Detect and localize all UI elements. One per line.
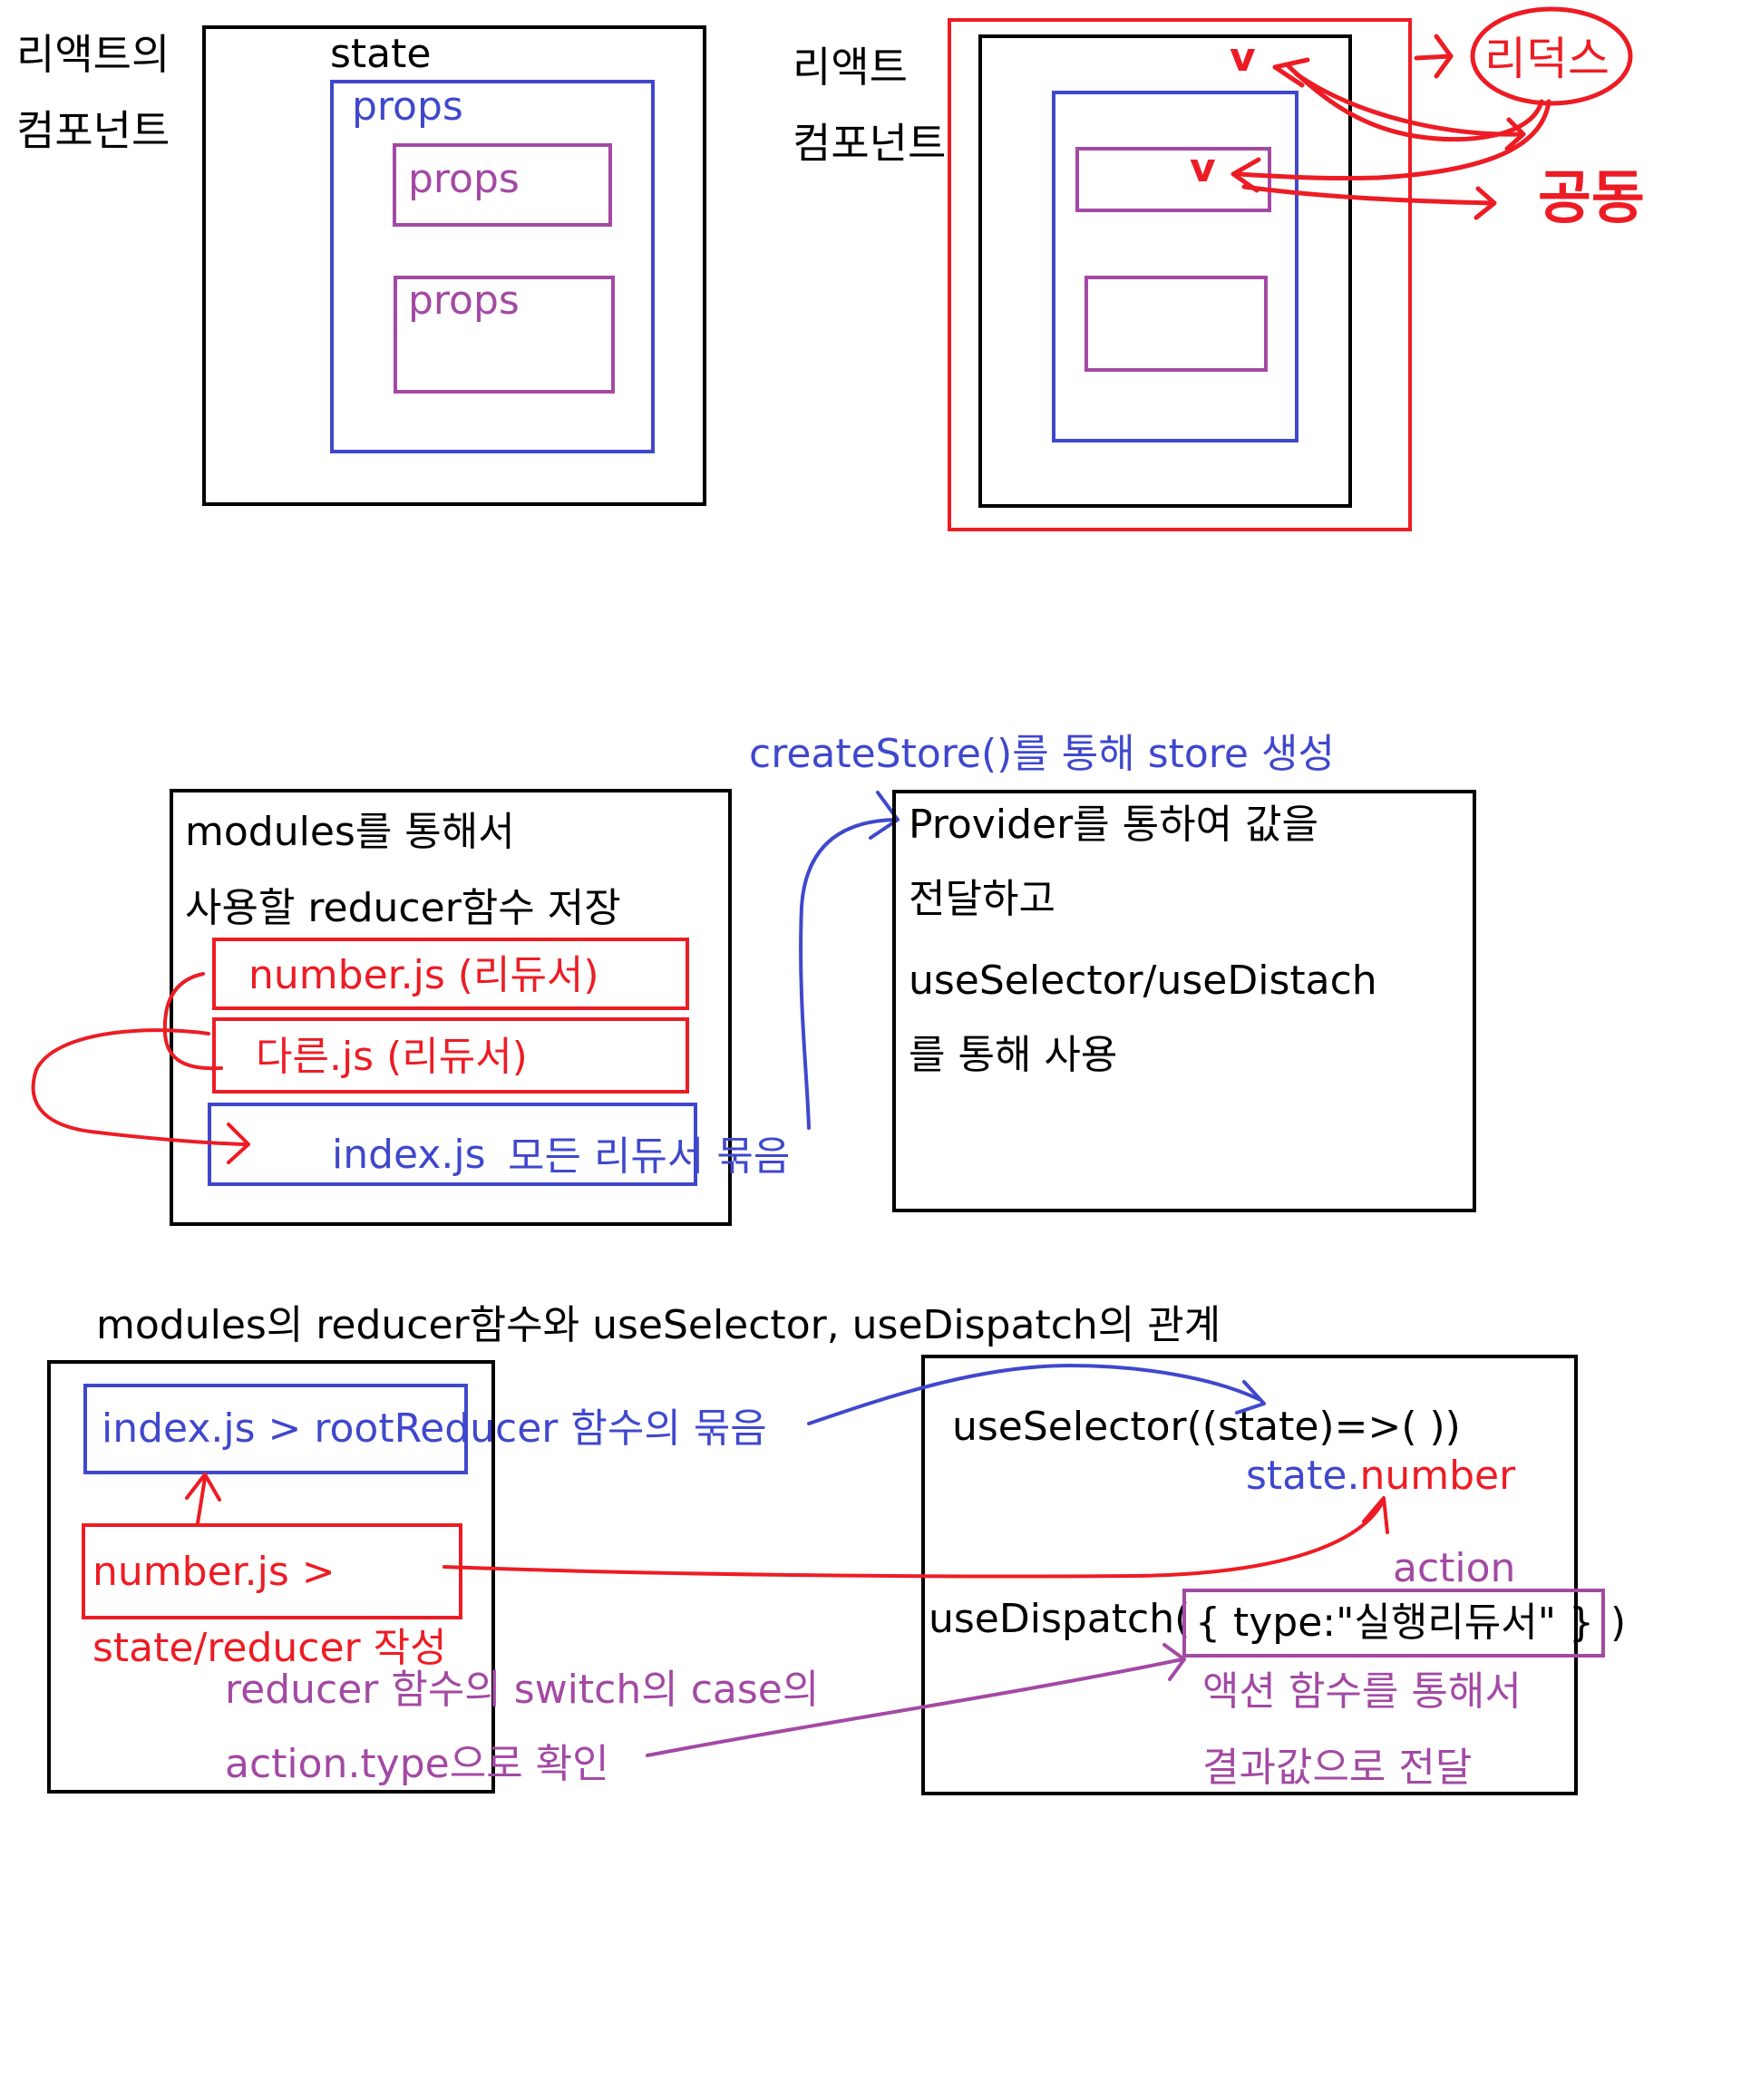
root-reducer-box (83, 1384, 468, 1474)
provider-line2: 전달하고 (909, 876, 1055, 922)
bracket-number-to-other (162, 972, 223, 1071)
action-function-line1: 액션 함수를 통해서 (1202, 1668, 1522, 1715)
modules-line2: 사용할 reducer함수 저장 (185, 885, 621, 931)
other-reducer-label: 다른.js (리듀서) (256, 1034, 528, 1080)
arrow-switch-to-dispatch (646, 1658, 1184, 1757)
arrow-redux-to-top-check (1285, 63, 1544, 142)
react-component-label-line1: 리액트의 (16, 30, 170, 79)
props-inner-box-2 (394, 276, 615, 394)
redux-inner-box-1 (1075, 147, 1271, 212)
arrow-root-to-selector-head (1235, 1380, 1266, 1415)
state-number-label: state.number (1246, 1453, 1516, 1499)
props-outer-label: props (352, 83, 463, 130)
use-dispatch-end: ) (1610, 1599, 1626, 1646)
state-number-suffix: number (1359, 1453, 1516, 1499)
switch-case-line2: action.type으로 확인 (225, 1741, 609, 1787)
arrow-boundary-to-redux-head (1434, 34, 1454, 79)
arrow-index-to-provider-head (869, 791, 900, 840)
create-store-caption: createStore()를 통해 store 생성 (749, 731, 1335, 777)
reducer-bundle-arrows (31, 972, 250, 1164)
arrow-inner-check-to-shared-head (1474, 186, 1497, 220)
provider-box (892, 790, 1476, 1212)
arrow-to-top-check-head (1272, 57, 1310, 88)
arrow-number-to-state (443, 1502, 1384, 1579)
action-label: action (1393, 1545, 1515, 1591)
props-outer-box (330, 80, 655, 453)
switch-to-dispatch-arrow (646, 1643, 1186, 1757)
state-reducer-label: state/reducer 작성 (92, 1625, 447, 1671)
provider-line3: useSelector/useDistach (909, 958, 1377, 1004)
root-reducer-label: index.js > rootReducer 함수의 묶음 (102, 1405, 767, 1452)
redux-component-outer-box (978, 34, 1352, 508)
provider-line1: Provider를 통하여 값을 (909, 802, 1318, 848)
dispatch-object-label: { type:"실행리듀서" } (1195, 1599, 1594, 1646)
arrow-boundary-to-redux (1414, 53, 1454, 61)
relationship-heading: modules의 reducer함수와 useSelector, useDisp… (96, 1302, 1221, 1348)
provider-line4: 를 통해 사용 (909, 1032, 1117, 1078)
dispatch-object-box (1182, 1589, 1605, 1658)
arrow-number-to-state-head (1362, 1496, 1389, 1534)
number-reducer-box (212, 938, 689, 1010)
arrow-root-to-selector (807, 1364, 1262, 1425)
use-dispatch-start: useDispatch( (929, 1596, 1190, 1642)
component-outer-box (202, 25, 706, 506)
arrow-inner-check-to-shared (1241, 184, 1495, 206)
redux-inner-box-2 (1084, 276, 1268, 372)
other-reducer-box (212, 1017, 689, 1094)
state-label: state (330, 31, 431, 77)
props-inner-box-1 (393, 143, 612, 227)
number-to-root-arrow (185, 1473, 221, 1525)
arrow-other-to-index (31, 1028, 247, 1146)
section-redux-component: 리액트 컴포넌트 v v 리덕스 공동 (793, 6, 1645, 531)
arrow-number-to-root (196, 1476, 207, 1525)
index-label: index.js (332, 1132, 486, 1178)
redux-store-boundary (948, 18, 1412, 531)
modules-relationship-box (47, 1360, 495, 1794)
redux-react-label-line2: 컴포넌트 (793, 119, 946, 168)
switch-case-line1: reducer 함수의 switch의 case의 (225, 1667, 819, 1713)
arrow-redux-to-inner-check (1236, 99, 1551, 181)
redux-arrows (1230, 34, 1551, 220)
arrow-number-to-root-head (185, 1473, 221, 1502)
redux-props-box (1052, 91, 1298, 442)
section-store-flow: createStore()를 통해 store 생성 modules를 통해서 … (31, 731, 1476, 1226)
modules-box (170, 789, 732, 1226)
arrow-top-check-to-right-head (1504, 117, 1526, 151)
arrow-to-inner-check-head (1230, 157, 1261, 193)
number-js-box (82, 1523, 462, 1619)
section-relationship: modules의 reducer함수와 useSelector, useDisp… (47, 1302, 1626, 1795)
state-number-prefix: state. (1246, 1453, 1359, 1499)
arrow-index-to-provider (799, 818, 896, 1130)
redux-react-label-line1: 리액트 (793, 43, 908, 92)
react-component-label-line2: 컴포넌트 (16, 106, 170, 155)
props-inner-label-2: props (408, 277, 520, 324)
use-selector-label: useSelector((state)=>( )) (952, 1404, 1461, 1450)
redux-circle (1470, 6, 1633, 106)
modules-line1: modules를 통해서 (185, 809, 515, 855)
shared-label: 공동 (1538, 165, 1645, 232)
check-mark-inner: v (1190, 145, 1216, 191)
arrow-other-to-index-head (227, 1123, 250, 1164)
arrow-top-check-to-right (1294, 72, 1524, 137)
redux-label: 리덕스 (1484, 33, 1610, 85)
index-desc: 모든 리듀서 묶음 (508, 1133, 790, 1180)
root-to-selector-arrow (807, 1364, 1266, 1425)
action-function-line2: 결과값으로 전달 (1202, 1745, 1472, 1791)
section-react-component: 리액트의 컴포넌트 state props props props (16, 25, 706, 506)
number-to-state-arrow (443, 1496, 1389, 1579)
store-arrow (799, 791, 900, 1130)
number-js-label: number.js > (92, 1549, 336, 1595)
check-mark-top: v (1230, 34, 1256, 81)
number-reducer-label: number.js (리듀서) (248, 952, 599, 998)
props-inner-label-1: props (408, 156, 520, 202)
arrow-switch-to-dispatch-head (1162, 1643, 1186, 1681)
